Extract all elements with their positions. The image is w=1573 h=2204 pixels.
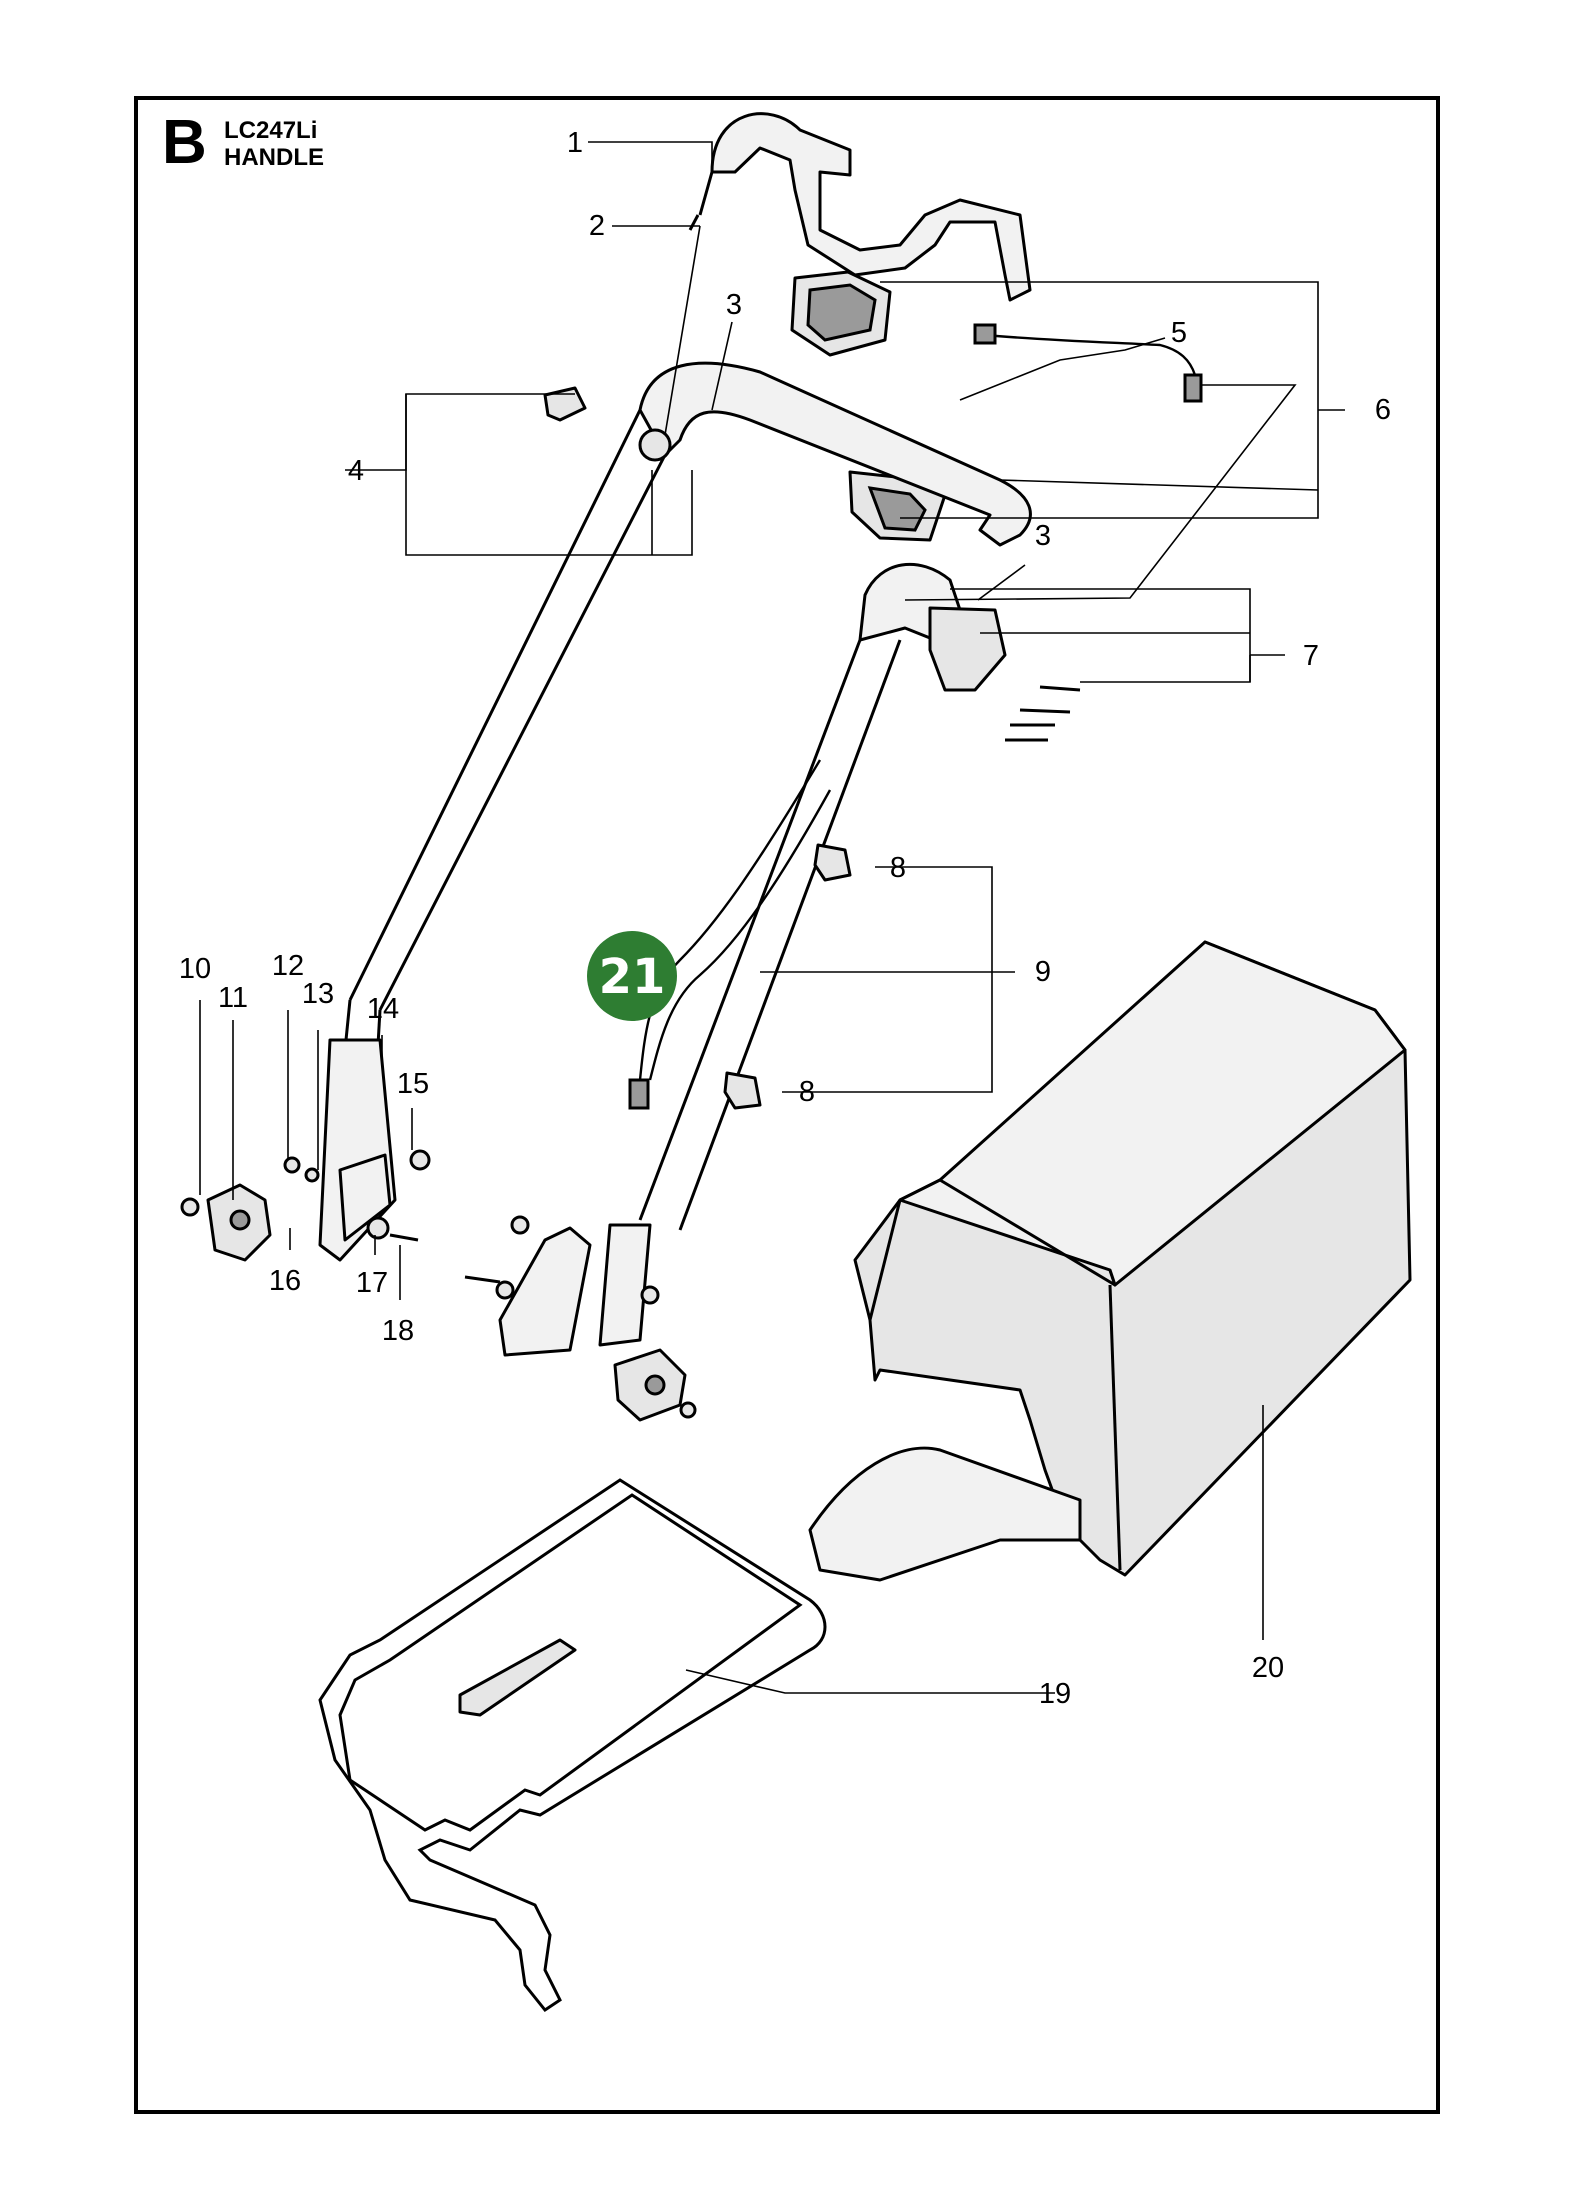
bag-frame — [318, 1478, 827, 2013]
callout-14: 14 — [367, 993, 399, 1025]
callout-9: 9 — [1035, 956, 1051, 988]
clip-knob-upper — [638, 428, 672, 462]
callout-18: 18 — [382, 1315, 414, 1347]
callout-1: 1 — [567, 127, 583, 159]
model-name: LC247Li — [224, 117, 318, 144]
callout-4: 4 — [348, 455, 364, 487]
cable — [628, 759, 832, 1110]
callout-16: 16 — [269, 1265, 301, 1297]
wire-harness — [973, 323, 1203, 403]
callout-3-lower: 3 — [1035, 520, 1051, 552]
grass-bag — [808, 940, 1412, 1582]
callout-8-upper: 8 — [890, 852, 906, 884]
callout-6: 6 — [1375, 394, 1391, 426]
callout-10: 10 — [179, 953, 211, 985]
badge-label: 21 — [599, 949, 666, 1005]
upper-handle-tube — [333, 361, 1032, 1151]
clip-8-lower — [723, 1071, 762, 1110]
clip-left-upper — [543, 386, 587, 422]
clip-8-upper — [813, 843, 852, 882]
callout-5: 5 — [1171, 317, 1187, 349]
callout-7: 7 — [1303, 640, 1319, 672]
section-name: HANDLE — [224, 144, 324, 171]
callout-12: 12 — [272, 950, 304, 982]
part-21-badge[interactable]: 21 — [587, 931, 677, 1021]
callout-20: 20 — [1252, 1652, 1284, 1684]
diagram-frame — [134, 96, 1440, 2114]
right-adjuster — [464, 1215, 697, 1422]
switch-housing — [928, 606, 1081, 742]
callout-2: 2 — [589, 210, 605, 242]
control-panel-upper — [790, 270, 892, 357]
callout-8-lower: 8 — [799, 1076, 815, 1108]
callout-3-upper: 3 — [726, 289, 742, 321]
callout-13: 13 — [302, 978, 334, 1010]
callout-17: 17 — [356, 1267, 388, 1299]
badge-circle — [587, 931, 677, 1021]
section-letter: B — [162, 108, 207, 177]
lower-handle-tube — [638, 563, 962, 1231]
leader-lines — [199, 141, 1345, 1694]
callout-19: 19 — [1039, 1678, 1071, 1710]
callout-15: 15 — [397, 1068, 429, 1100]
top-handle-grip — [688, 112, 1032, 302]
left-adjuster — [180, 1038, 431, 1262]
callout-labels: 1 2 3 3 4 5 6 7 8 8 9 10 11 12 13 14 15 … — [179, 127, 1391, 1710]
callout-11: 11 — [218, 982, 248, 1014]
